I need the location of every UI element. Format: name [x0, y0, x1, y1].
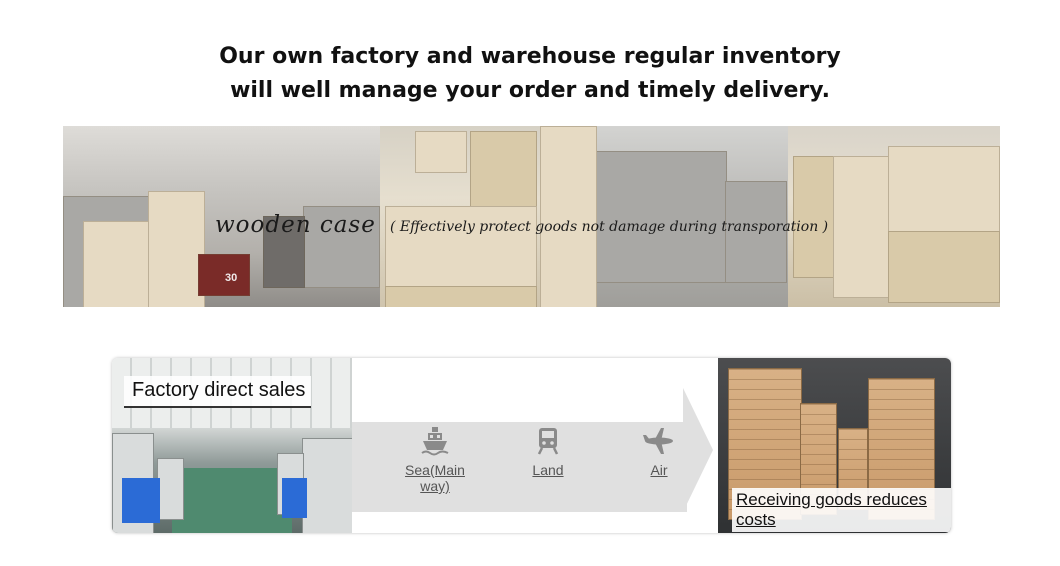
wooden-case-banner: 30 wooden case ( Effectively protect goo…: [63, 126, 1000, 307]
shipping-mode-land: Land: [503, 426, 593, 478]
train-icon: [537, 428, 559, 455]
wooden-case-title: wooden case: [215, 212, 376, 238]
wooden-case-note: ( Effectively protect goods not damage d…: [390, 219, 829, 235]
sea-label: Sea(Main way): [405, 462, 465, 494]
warehouse-photo-2: [380, 126, 540, 307]
warehouse-photo-4: [788, 126, 1000, 307]
ship-icon: [421, 427, 449, 456]
land-label: Land: [532, 462, 564, 478]
shipping-arrow: Sea(Main way) Land Air: [352, 358, 718, 533]
factory-photo: Factory direct sales: [112, 358, 352, 533]
shipping-mode-air: Air: [614, 426, 704, 478]
logistics-strip: Factory direct sales Sea(Main way): [112, 358, 951, 533]
headline-line-2: will well manage your order and timely d…: [230, 78, 830, 103]
receiving-label: Receiving goods reduces costs: [732, 488, 951, 532]
factory-label: Factory direct sales: [124, 376, 312, 408]
receiving-photo: Receiving goods reduces costs: [718, 358, 951, 533]
warehouse-photo-3: [540, 126, 788, 307]
pallet-number: 30: [225, 272, 238, 284]
shipping-mode-sea: Sea(Main way): [390, 426, 480, 494]
air-label: Air: [650, 462, 668, 478]
headline-line-1: Our own factory and warehouse regular in…: [219, 44, 841, 69]
airplane-icon: [643, 428, 673, 454]
warehouse-photo-1: 30: [63, 126, 380, 307]
